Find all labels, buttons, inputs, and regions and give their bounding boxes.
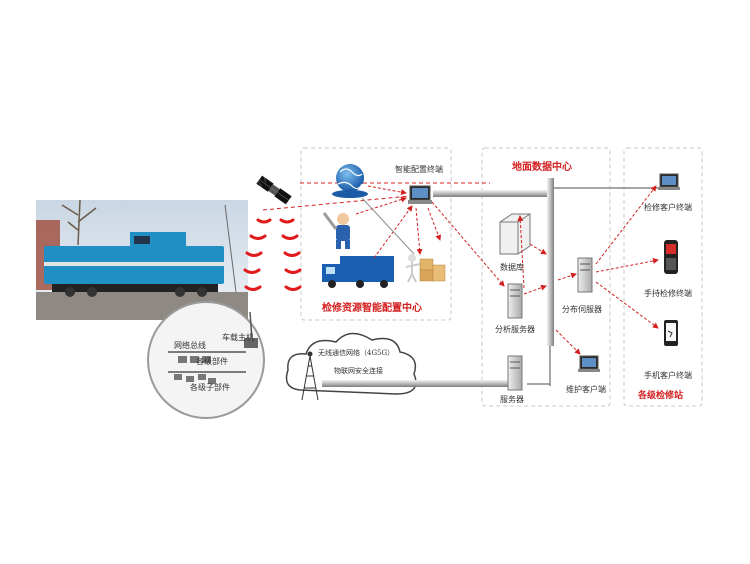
ground-bus-vertical [547,178,554,346]
stations-title: 各级检修站 [638,391,684,401]
repair-client-icon [658,173,680,190]
phone-client-icon [664,320,678,346]
analysis-server-label: 分析服务器 [495,325,535,334]
database-label: 数据库 [500,263,524,272]
config-center-title: 检修资源智能配置中心 [322,303,422,314]
phone-client-label: 手机客户终端 [644,371,692,380]
handheld-terminal-label: 手持检修终端 [644,289,692,298]
analysis-server-icon [507,283,523,319]
unit-parts-label: 各级部件 [196,357,228,366]
sub-parts-label: 各级子部件 [190,383,230,392]
repair-client-label: 检修客户终端 [644,203,692,212]
server-label: 服务器 [500,395,524,404]
signal-waves-icon [243,218,302,291]
boxes-icon [405,254,446,283]
ground-links [431,201,581,355]
iot-link-label: 物联网安全连接 [334,367,383,375]
database-icon [499,213,531,255]
iot-bus-horizontal [322,380,512,387]
maintenance-client-label: 维护客户端 [566,385,606,394]
locomotive-photo [36,199,248,320]
vehicle-host-label: 车载主机 [222,333,254,342]
maintenance-client-icon [578,355,600,372]
config-terminal-icon [408,185,432,204]
onboard-network-magnifier [147,301,265,419]
wireless-cloud [285,332,417,395]
globe-icon [332,164,368,198]
satellite-link [262,195,411,211]
network-bus-label: 网络总线 [174,341,206,350]
station-links [595,185,659,329]
stations-border [623,147,703,407]
distribution-server-icon [577,257,593,293]
smart-terminal-label: 智能配置终端 [395,165,443,174]
handheld-terminal-icon [664,240,678,274]
truck-icon [322,256,394,288]
distribution-server-label: 分布伺服器 [562,305,602,314]
server-icon [507,355,523,391]
cell-tower-icon [301,351,319,401]
config-center-border [300,147,452,321]
ground-center-title: 地面数据中心 [512,162,572,173]
wireless-network-label: 无线通信网络（4G5G） [318,349,395,357]
terminal-bus-horizontal [433,190,551,197]
satellite-icon [256,175,292,205]
ground-center-border [481,147,611,407]
mechanic-icon [322,212,350,249]
